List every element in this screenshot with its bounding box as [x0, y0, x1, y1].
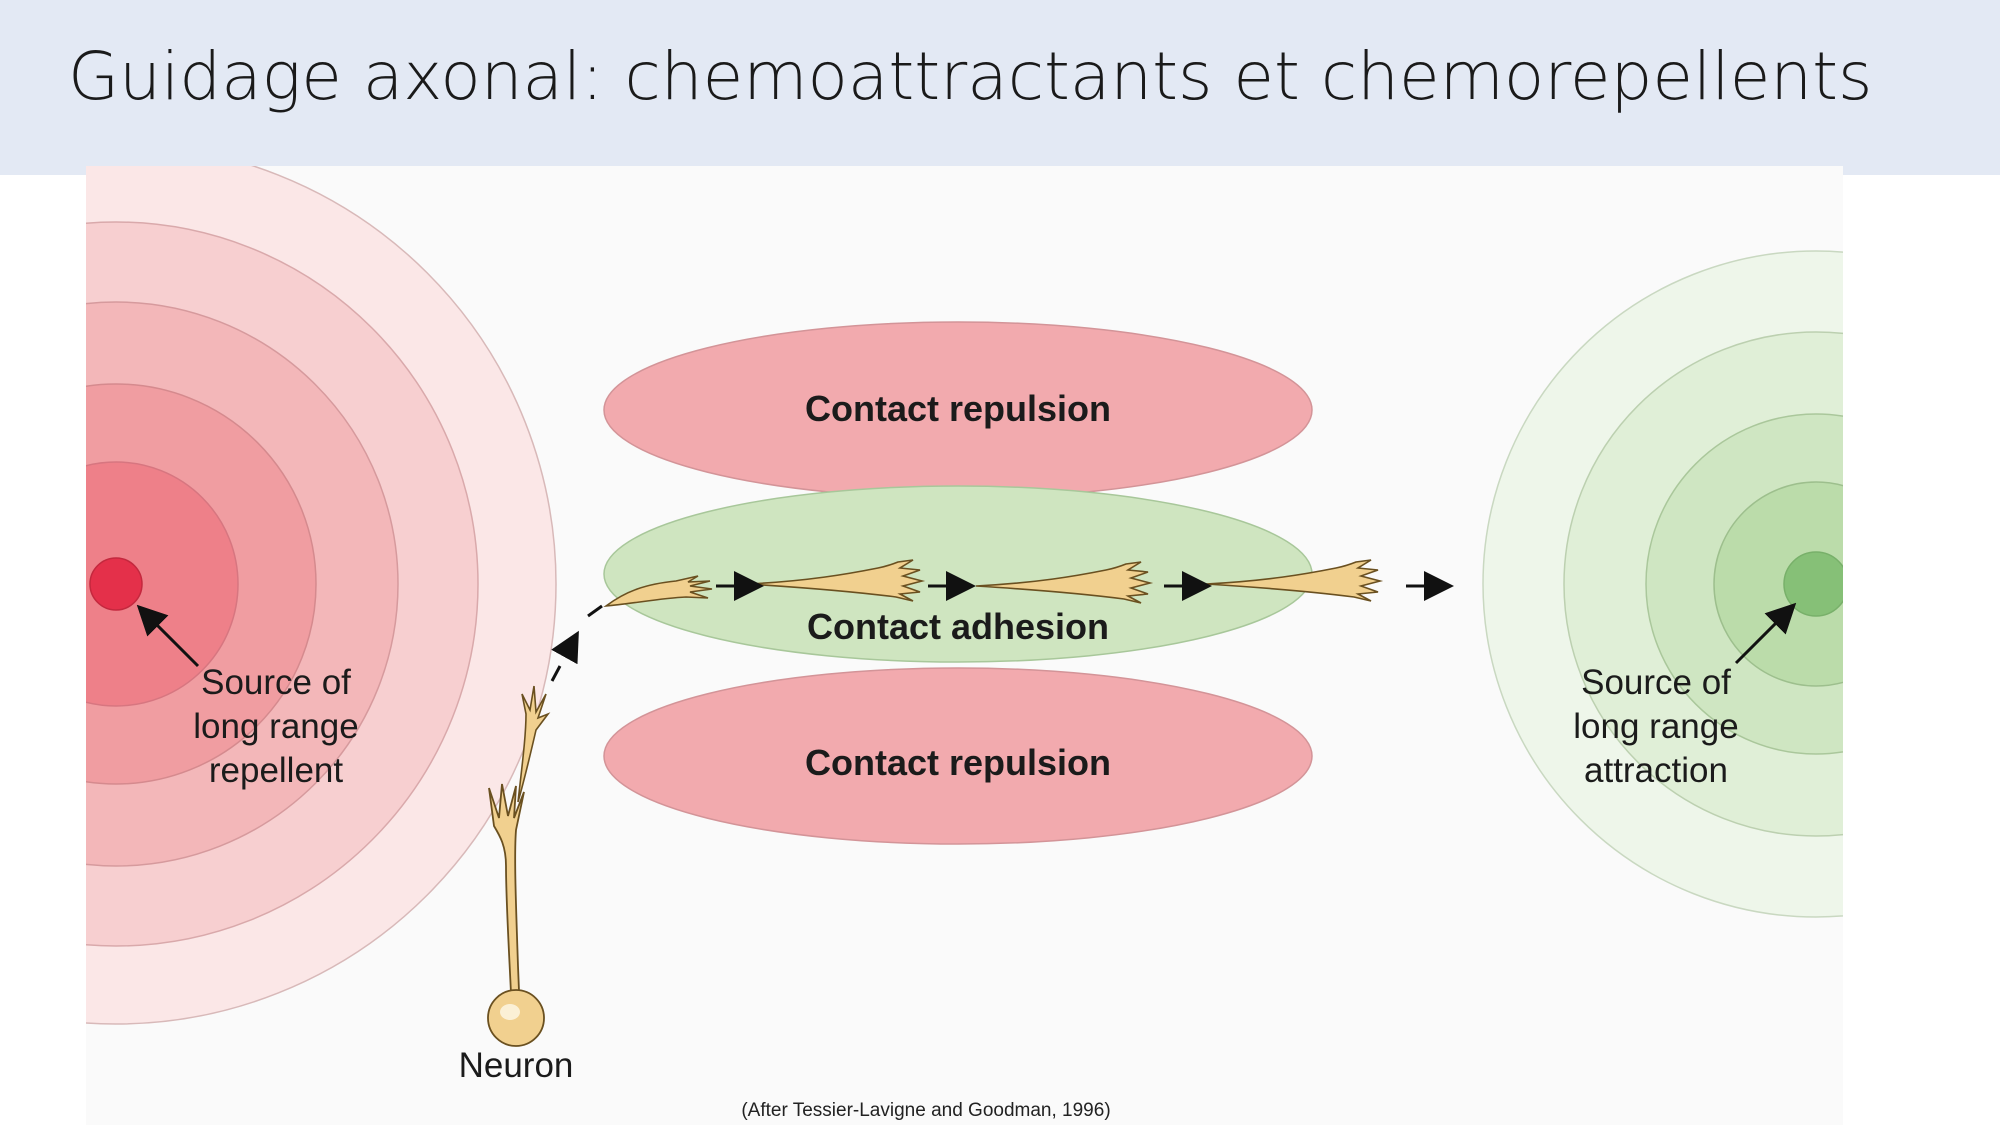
contact-repulsion-top-label: Contact repulsion: [804, 388, 1112, 429]
attraction-source-label: Source of long range attraction: [1546, 661, 1766, 793]
label-line: Source of: [1581, 663, 1731, 702]
repellent-pointer-arrow: [136, 604, 200, 668]
axon-guidance-figure: Source of long range repellent Source of…: [86, 166, 1843, 1125]
label-line: Source of: [201, 663, 351, 702]
label-line: repellent: [208, 751, 344, 790]
repellent-gradient: [86, 166, 557, 1025]
repellent-source-label: Source of long range repellent: [176, 661, 376, 793]
title-bar: Guidage axonal: chemoattractants et chem…: [0, 0, 2000, 175]
contact-repulsion-bottom-label: Contact repulsion: [804, 742, 1112, 783]
label-line: attraction: [1584, 751, 1728, 790]
figure-graphic: [86, 166, 1843, 1047]
attractant-gradient: [1482, 250, 1843, 918]
label-line: long range: [193, 707, 359, 746]
slide-title: Guidage axonal: chemoattractants et chem…: [68, 38, 1873, 115]
contact-repulsion-bottom-ellipse: [603, 667, 1313, 845]
contact-adhesion-label: Contact adhesion: [806, 606, 1110, 647]
figure-credit: (After Tessier-Lavigne and Goodman, 1996…: [741, 1100, 1111, 1121]
label-line: long range: [1573, 707, 1739, 746]
repellent-source-dot: [89, 557, 143, 611]
neuron: [487, 783, 545, 1047]
attractant-source-dot: [1783, 551, 1843, 617]
growth-cone-1: [603, 575, 713, 608]
neuron-label: Neuron: [458, 1046, 574, 1085]
turning-growth-cone: [517, 685, 551, 803]
attraction-pointer-arrow: [1734, 602, 1797, 665]
